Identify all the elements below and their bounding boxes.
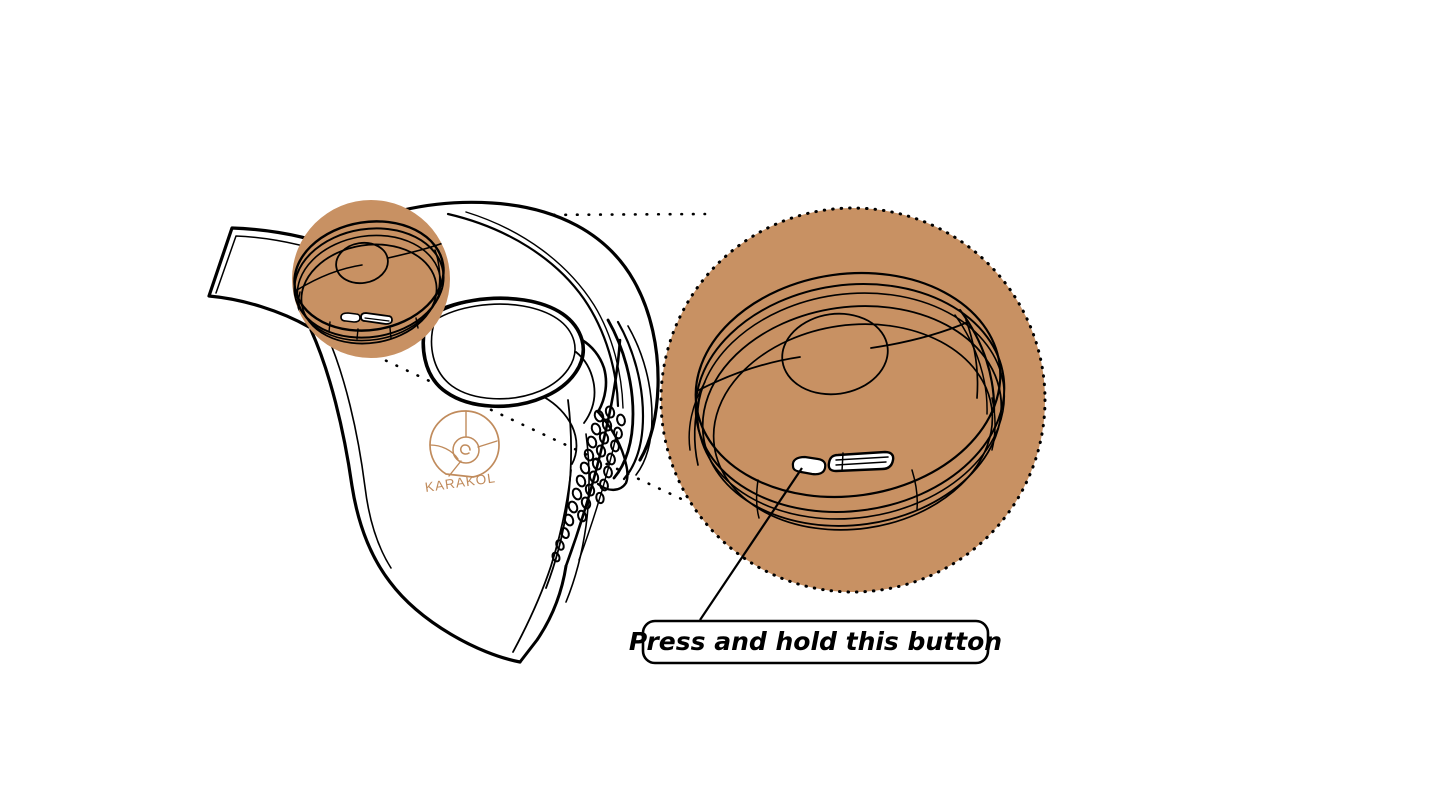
side-shield-strip-3 bbox=[627, 325, 653, 476]
disc-seam-left bbox=[296, 264, 363, 291]
port-inner-line-1 bbox=[835, 456, 889, 461]
vent-hole bbox=[588, 470, 600, 484]
port-inner-line-2 bbox=[835, 461, 887, 466]
disc-rim-ellipse-1 bbox=[293, 227, 445, 339]
vent-hole bbox=[604, 405, 616, 419]
magnified-detail-circle bbox=[659, 206, 1047, 594]
vent-hole bbox=[616, 413, 626, 427]
detail-inner-arc-left bbox=[688, 381, 706, 451]
detail-seam-left bbox=[696, 356, 801, 392]
vent-hole bbox=[563, 513, 575, 527]
vent-hole bbox=[567, 500, 579, 514]
chin-wedge-seam bbox=[512, 469, 572, 653]
callout-leader-line bbox=[699, 467, 803, 621]
vent-hole bbox=[603, 465, 613, 479]
helmet-crown-contour bbox=[446, 212, 620, 408]
vent-hole bbox=[593, 409, 605, 423]
vent-hole bbox=[577, 509, 587, 523]
side-shield-strip-2 bbox=[616, 320, 645, 481]
detail-rim-ellipse-3 bbox=[701, 305, 1003, 527]
vent-hole bbox=[601, 418, 613, 432]
jaw-right-edge-2 bbox=[578, 431, 618, 561]
visor-inner-edge bbox=[430, 303, 576, 400]
visor-top-highlight bbox=[439, 297, 535, 313]
emblem-inner-arc bbox=[429, 444, 459, 460]
emblem-spiral bbox=[460, 444, 471, 455]
callout: Press and hold this button bbox=[629, 467, 1002, 665]
vent-holes bbox=[551, 405, 626, 563]
detail-seam-right bbox=[870, 321, 969, 349]
callout-box[interactable] bbox=[641, 619, 990, 665]
vent-hole bbox=[583, 448, 595, 462]
vent-hole bbox=[591, 457, 603, 471]
detail-inner-arc-right bbox=[958, 308, 996, 414]
helmet-top-disc-highlight bbox=[292, 200, 450, 358]
disc-rim-ticks bbox=[328, 317, 419, 340]
emblem-dome-outline bbox=[429, 410, 500, 478]
face-panel-left-seam bbox=[326, 334, 392, 569]
detail-rim-ellipse-2 bbox=[696, 292, 1006, 520]
detail-seam-vert-right bbox=[965, 319, 979, 399]
power-button[interactable] bbox=[791, 455, 827, 476]
detail-inner-arc-right-2 bbox=[954, 314, 988, 415]
vent-hole bbox=[584, 483, 596, 497]
vent-hole bbox=[555, 539, 565, 551]
vent-hole bbox=[575, 474, 587, 488]
vent-hole bbox=[580, 496, 592, 510]
detail-center-dome bbox=[781, 312, 889, 396]
visor-bridge bbox=[580, 338, 608, 414]
vent-hole bbox=[586, 435, 598, 449]
vent-hole bbox=[595, 491, 605, 505]
vent-hole bbox=[610, 439, 620, 453]
connector-port bbox=[827, 450, 895, 473]
vent-hole bbox=[606, 452, 616, 466]
vent-hole bbox=[579, 461, 591, 475]
emblem-spoke-right bbox=[477, 440, 498, 448]
helmet-line-art bbox=[207, 200, 660, 664]
magnifier-dotted-border bbox=[659, 206, 1047, 594]
vent-hole bbox=[595, 444, 607, 458]
disc-base-ellipse bbox=[300, 243, 438, 345]
disc-connector-port bbox=[360, 312, 393, 325]
vent-hole bbox=[551, 551, 561, 563]
port-end-cap bbox=[841, 452, 844, 472]
disc-port-inner-line bbox=[364, 317, 390, 322]
karakol-logo: KARAKOL bbox=[424, 410, 500, 495]
visor-bridge-3 bbox=[543, 396, 578, 465]
vent-hole bbox=[560, 526, 570, 540]
cheek-seam bbox=[545, 399, 572, 589]
chin-wedge bbox=[518, 564, 568, 664]
vent-hole bbox=[598, 431, 610, 445]
side-shield-strip-1 bbox=[606, 318, 635, 480]
vent-hole bbox=[571, 487, 583, 501]
disc-center-dome bbox=[335, 241, 389, 285]
head-strap bbox=[207, 226, 324, 329]
emblem-spoke-down-left bbox=[448, 460, 462, 477]
detail-rim-notch-right bbox=[911, 469, 918, 510]
visor-bridge-2 bbox=[575, 351, 596, 424]
disc-power-button bbox=[340, 312, 361, 323]
detail-base-ellipse bbox=[712, 323, 994, 531]
detail-seam-vert-left bbox=[693, 393, 701, 466]
disc-seam-right bbox=[387, 242, 444, 259]
detail-rim-ellipse-1 bbox=[694, 283, 1006, 513]
karakol-shell-spiral-emblem bbox=[429, 410, 500, 478]
disc-seam-vertical bbox=[434, 249, 441, 295]
vent-hole bbox=[613, 426, 623, 440]
jaw-right-edge bbox=[564, 338, 622, 568]
vent-hole bbox=[599, 478, 609, 492]
face-panel-outline bbox=[309, 328, 522, 664]
vent-hole bbox=[590, 422, 602, 436]
callout-label: Press and hold this button bbox=[629, 627, 1002, 656]
detail-rim-notch-left bbox=[755, 479, 760, 519]
helmet-crown-contour-2 bbox=[465, 211, 624, 409]
